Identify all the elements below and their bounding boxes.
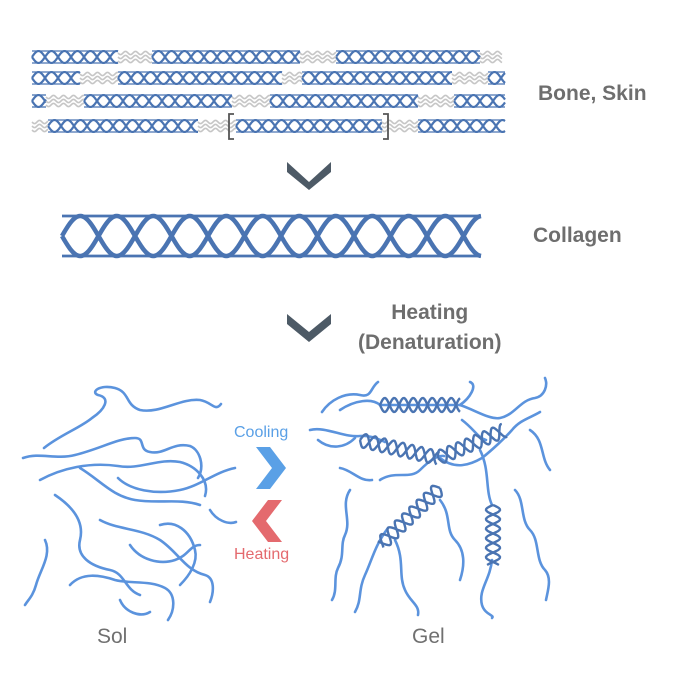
heating-label-line2: (Denaturation) [358,331,502,354]
helix-strand [377,484,441,547]
fiber-gap [231,94,270,108]
chevron-down-icon [287,314,331,342]
collagen-fiber [83,93,233,109]
collagen-fiber [301,70,452,86]
bone-skin-fibers [31,49,506,134]
collagen-helix [60,213,482,259]
collagen-label: Collagen [533,224,622,247]
helix-strand [378,396,461,414]
fiber-gap [45,94,84,108]
helix-strand [436,426,508,461]
fiber-gap [79,71,118,85]
fiber-gap [451,71,489,85]
heating-label-line1: Heating [391,301,469,324]
chevron-down-icon [287,162,331,190]
collagen-fiber [31,93,47,109]
fiber-gap [31,119,49,133]
collagen-fiber [453,93,506,109]
gel-helix [378,396,461,414]
gel-helix [358,433,441,466]
collagen-fiber [31,70,81,86]
heating-denaturation-label: Heating (Denaturation) [358,298,502,358]
helix-strand [453,93,506,109]
helix-strand [484,503,502,567]
bone-skin-label: Bone, Skin [538,82,647,105]
helix-strand [487,72,506,86]
helix-strand [487,70,506,84]
cooling-label: Cooling [234,424,289,441]
helix-strand [31,93,47,104]
collagen-fiber [235,118,383,134]
sol-random-coils [21,385,238,622]
chevron-right-icon [256,447,286,489]
collagen-fiber [417,118,506,134]
sol-label: Sol [97,625,128,648]
fiber-gap [417,94,455,108]
collagen-fiber [487,70,506,86]
collagen-fiber [335,49,481,65]
gel-random-coils [308,376,552,620]
fiber-gap [197,119,236,133]
extraction-bracket [228,113,389,140]
collagen-fiber [151,49,301,65]
chevron-left-icon [252,500,282,542]
collagen-fiber [47,118,198,134]
collagen-fiber [117,70,283,86]
fiber-gap [281,71,303,85]
fiber-gap [299,50,337,64]
heating-label: Heating [234,546,290,563]
gel-helix [377,484,443,548]
helix-strand [359,433,441,464]
gel-helix [484,503,502,567]
gel-label: Gel [412,625,445,648]
collagen-fiber [269,93,419,109]
collagen-triple-helix [60,213,482,259]
gel-helix [436,422,508,464]
fiber-gap [479,50,503,64]
collagen-fiber [31,49,119,65]
helix-strand [379,487,443,548]
helix-strand [437,422,503,464]
gel-junction-helices [358,396,508,567]
fiber-gap [117,50,153,64]
